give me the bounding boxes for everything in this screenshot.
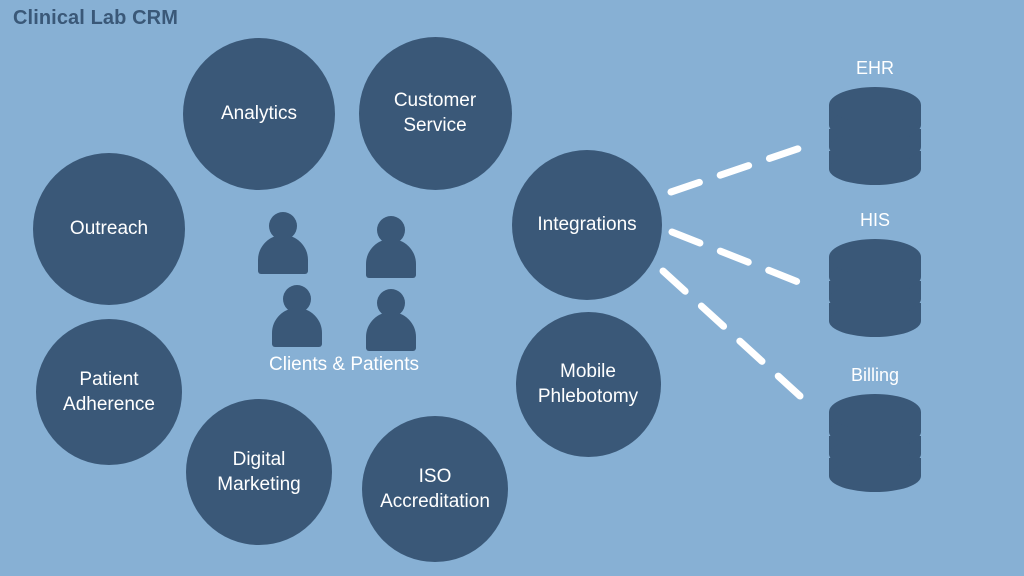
database-label-his: HIS	[859, 210, 890, 230]
person-body-icon	[258, 235, 308, 274]
bubble-label-patient-adherence: Patient Adherence	[63, 368, 155, 415]
bubble-mobile-phlebotomy[interactable]: Mobile Phlebotomy	[515, 311, 661, 457]
bubble-label-mobile-phlebotomy: Mobile Phlebotomy	[537, 360, 639, 407]
database-cylinder-icon	[829, 394, 921, 492]
bubble-label-customer-service: Customer Service	[393, 89, 477, 136]
clients-patients-label: Clients & Patients	[269, 354, 419, 375]
person-icon	[272, 285, 322, 347]
database-node-ehr[interactable]: EHR	[805, 58, 945, 185]
page-title: Clinical Lab CRM	[13, 7, 178, 29]
bubble-analytics[interactable]: Analytics	[183, 38, 335, 190]
connector-integrations-to-ehr	[667, 139, 819, 196]
person-body-icon	[272, 308, 322, 347]
person-icon	[366, 289, 416, 351]
bubble-label-analytics: Analytics	[220, 103, 298, 125]
person-icon	[258, 212, 308, 274]
database-label-ehr: EHR	[855, 58, 894, 78]
database-node-his[interactable]: HIS	[805, 210, 945, 337]
database-label-billing: Billing	[850, 365, 900, 385]
bubble-patient-adherence[interactable]: Patient Adherence	[36, 319, 182, 465]
person-icon	[366, 216, 416, 278]
bubble-label-digital-marketing: Digital Marketing	[217, 448, 301, 495]
database-band	[829, 412, 921, 418]
database-band	[829, 105, 921, 111]
bubble-label-integrations: Integrations	[537, 214, 637, 236]
bubble-iso-accreditation[interactable]: ISO Accreditation	[362, 416, 508, 562]
bubble-integrations[interactable]: Integrations	[512, 150, 662, 300]
bubble-digital-marketing[interactable]: Digital Marketing	[186, 399, 332, 545]
database-band	[829, 257, 921, 263]
connector-integrations-to-his	[668, 228, 820, 293]
database-cylinder-icon	[829, 239, 921, 337]
clients-patients-icon-group	[258, 212, 430, 387]
database-node-billing[interactable]: Billing	[805, 365, 945, 492]
bubble-label-outreach: Outreach	[69, 218, 149, 240]
person-body-icon	[366, 312, 416, 351]
connector-integrations-to-billing	[659, 267, 804, 400]
bubble-outreach[interactable]: Outreach	[33, 153, 185, 305]
bubble-customer-service[interactable]: Customer Service	[358, 36, 512, 190]
bubble-label-iso-accreditation: ISO Accreditation	[380, 465, 490, 512]
person-body-icon	[366, 239, 416, 278]
database-cylinder-icon	[829, 87, 921, 185]
